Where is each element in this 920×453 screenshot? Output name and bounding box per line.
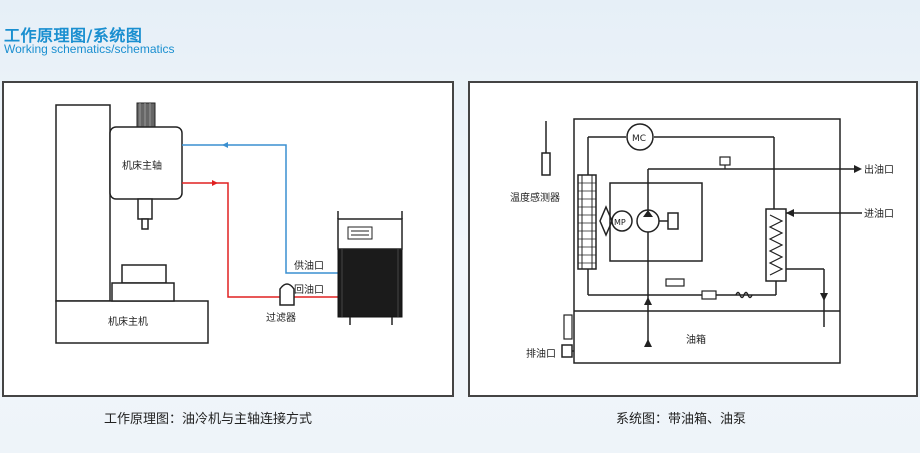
drain-label: 排油口 — [526, 347, 556, 360]
oil-circuit — [609, 182, 703, 262]
motor-pump-label: MP — [614, 218, 626, 227]
spindle-tool — [137, 198, 153, 220]
system-diagram-panel: MC MP — [468, 81, 918, 397]
inlet-label: 进油口 — [864, 207, 894, 220]
system-diagram: MC MP — [510, 118, 894, 364]
page-title: 工作原理图/系统图 — [4, 26, 143, 45]
worktable — [111, 282, 175, 302]
machine-base — [55, 300, 209, 344]
return-arrow — [212, 180, 218, 186]
machine-label: 机床主机 — [108, 315, 148, 328]
motor-pump-icon — [611, 210, 633, 232]
compressor-label: MC — [632, 134, 646, 144]
working-schematic-diagram: 机床主轴 机床主机 过滤器 供油口 回油口 — [55, 102, 403, 344]
supply-arrow — [222, 142, 228, 148]
level-switch-icon — [665, 278, 685, 287]
inlet-arrow — [786, 209, 794, 217]
workpiece — [121, 264, 167, 284]
return-port-label: 回油口 — [294, 283, 324, 296]
capillary-icon — [735, 291, 753, 299]
page-subtitle: Working schematics/schematics — [4, 42, 175, 56]
oil-chiller-unit — [337, 211, 403, 325]
relief-valve-icon — [667, 212, 679, 230]
outlet-arrow — [854, 165, 862, 173]
supply-port-label: 供油口 — [294, 259, 324, 272]
system-diagram-caption: 系统图：带油箱、油泵 — [616, 412, 747, 427]
dryer-filter-icon — [701, 290, 717, 300]
filter-icon — [279, 283, 295, 306]
condenser-coil — [577, 174, 597, 270]
drain-valve-icon — [561, 344, 573, 358]
temperature-sensor-label: 温度感测器 — [510, 191, 560, 204]
oil-tank-label: 油箱 — [686, 333, 706, 346]
compressor-icon — [626, 123, 654, 151]
machine-column — [55, 104, 111, 302]
working-schematic-caption: 工作原理图：油冷机与主轴连接方式 — [104, 412, 313, 427]
unit-frame — [573, 118, 841, 364]
working-schematic-panel: 机床主轴 机床主机 过滤器 供油口 回油口 — [2, 81, 454, 397]
evaporator-coil — [765, 208, 787, 282]
supply-oil-line — [182, 144, 338, 274]
filter-label: 过滤器 — [266, 311, 296, 324]
spindle-label: 机床主轴 — [122, 159, 162, 172]
outlet-label: 出油口 — [864, 163, 894, 176]
tank-connector — [563, 314, 573, 340]
temperature-sensor-icon — [541, 152, 551, 176]
expansion-valve-icon — [719, 156, 731, 166]
return-oil-line — [182, 182, 280, 298]
